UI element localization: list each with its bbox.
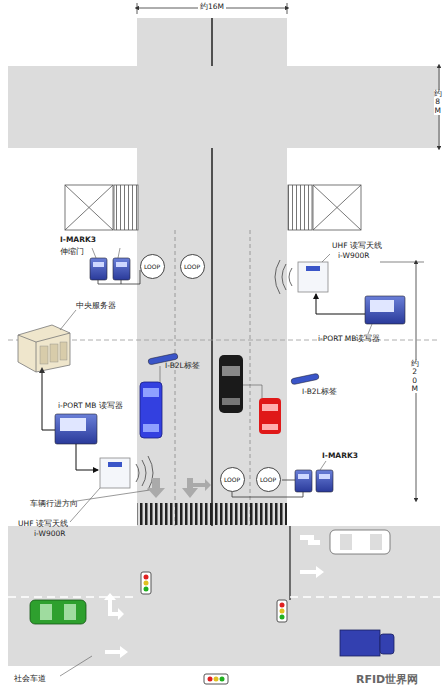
road xyxy=(8,18,440,666)
traffic-light xyxy=(141,572,287,684)
loop-detector: LOOP xyxy=(220,467,245,492)
loop-detector: LOOP xyxy=(140,254,165,279)
central-server xyxy=(18,325,70,372)
dimension-label: 约16M xyxy=(198,3,226,12)
device-label: i-W900R xyxy=(338,252,369,261)
loop-label: LOOP xyxy=(224,476,240,483)
i-port-reader xyxy=(365,296,405,324)
dimension-label: 约8M xyxy=(434,90,442,115)
device-label: i-W900R xyxy=(34,530,65,539)
dimension-label: 约20M xyxy=(411,360,419,393)
white-car xyxy=(330,530,390,554)
device-label: 中央服务器 xyxy=(76,302,116,311)
i-mark3-device xyxy=(90,258,130,280)
device-label: i-PORT MB 读写器 xyxy=(58,402,123,411)
loop-label: LOOP xyxy=(260,476,276,483)
black-car xyxy=(219,355,243,413)
direction-label: 车辆行进方向 xyxy=(30,500,78,509)
tag-label: I-B2L标签 xyxy=(165,362,200,371)
red-car xyxy=(259,398,281,434)
loop-detector: LOOP xyxy=(256,467,281,492)
blue-truck xyxy=(340,630,394,656)
lane-arrow xyxy=(147,478,211,498)
device-label: I-MARK3 xyxy=(322,452,358,461)
tag-label: I-B2L标签 xyxy=(302,388,337,397)
i-port-reader xyxy=(55,414,97,444)
lane-label: 社会车道 xyxy=(14,675,46,684)
green-car xyxy=(30,600,86,624)
uhf-antenna xyxy=(100,456,153,490)
loop-label: LOOP xyxy=(184,263,200,270)
watermark: RFID世界网 xyxy=(356,674,418,687)
device-label: UHF 读写天线 xyxy=(18,520,68,529)
i-mark3-device xyxy=(295,470,333,492)
loop-detector: LOOP xyxy=(180,254,205,279)
loop-label: LOOP xyxy=(144,263,160,270)
device-label: 伸缩门 xyxy=(60,248,84,257)
uhf-antenna xyxy=(275,260,328,294)
blue-car xyxy=(140,382,162,438)
device-label: i-PORT MB读写器 xyxy=(318,335,380,344)
lane-arrow xyxy=(104,535,324,658)
device-label: UHF 读写天线 xyxy=(332,242,382,251)
device-label: I-MARK3 xyxy=(60,236,96,245)
